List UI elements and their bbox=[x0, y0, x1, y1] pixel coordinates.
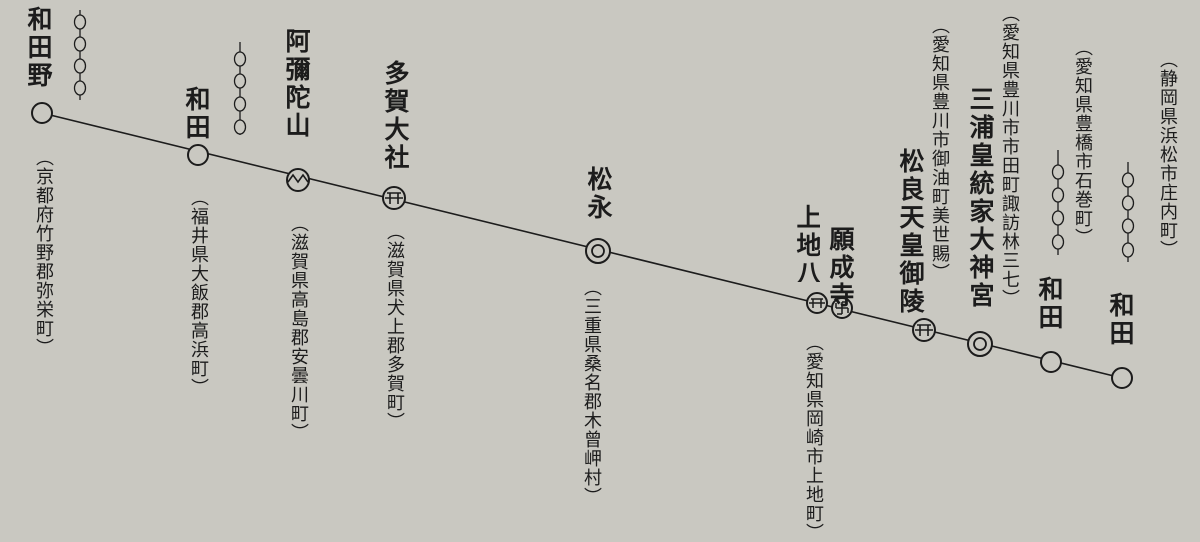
station-marker-wada-hama bbox=[1111, 367, 1133, 389]
station-name-wada-toyo: 和田 bbox=[1035, 276, 1064, 332]
station-address-wada-fukui: （福井県大飯郡高浜町） bbox=[188, 188, 209, 397]
station-marker-taga bbox=[382, 186, 406, 210]
station-marker-miura bbox=[967, 331, 993, 357]
station-marker-wadano bbox=[31, 102, 53, 124]
bead-chain bbox=[73, 10, 87, 100]
station-name-miura: 三浦皇統家大神宮 bbox=[966, 86, 995, 310]
station-address-wada-toyo: （愛知県豊橋市石巻町） bbox=[1072, 38, 1093, 247]
station-name-uechi-text: 上地八幡宮 bbox=[795, 204, 820, 282]
station-marker-ganjoji bbox=[831, 297, 853, 319]
station-name-uechi: 上地八幡宮 bbox=[795, 204, 821, 282]
bead-chain bbox=[1121, 162, 1135, 262]
station-name-wada-hama: 和田 bbox=[1106, 292, 1135, 348]
station-marker-matsunaga bbox=[585, 238, 611, 264]
station-address-matsura: （愛知県豊川市御油町美世賜） bbox=[929, 16, 950, 282]
station-address-amidayama: （滋賀県高島郡安曇川町） bbox=[288, 214, 309, 442]
station-name-wada-fukui: 和田 bbox=[182, 86, 211, 142]
bead-chain bbox=[1051, 150, 1065, 255]
station-marker-wada-fukui bbox=[187, 144, 209, 166]
station-name-wadano: 和田野 bbox=[24, 6, 53, 90]
station-address-matsunaga: （三重県桑名郡木曾岬村） bbox=[581, 278, 602, 506]
station-marker-amidayama bbox=[286, 168, 310, 192]
route-diagram bbox=[31, 10, 1135, 389]
station-name-matsura: 松良天皇御陵 bbox=[896, 148, 925, 316]
station-address-wadano: （京都府竹野郡弥栄町） bbox=[33, 148, 54, 357]
station-name-ganjoji: 願成寺 bbox=[826, 226, 855, 310]
station-marker-wada-toyo bbox=[1040, 351, 1062, 373]
station-address-taga: （滋賀県犬上郡多賀町） bbox=[384, 222, 405, 431]
station-address-uechi: （愛知県岡崎市上地町） bbox=[803, 333, 824, 542]
station-name-amidayama: 阿彌陀山 bbox=[282, 28, 311, 140]
station-marker-matsura bbox=[912, 318, 936, 342]
station-name-matsunaga: 松永 bbox=[584, 166, 613, 222]
bead-chain bbox=[233, 42, 247, 135]
station-address-wada-hama: （静岡県浜松市庄内町） bbox=[1157, 50, 1178, 259]
station-name-taga: 多賀大社 bbox=[381, 60, 410, 172]
station-address-miura: （愛知県豊川市市田町諏訪林三七） bbox=[999, 4, 1020, 308]
station-marker-uechi bbox=[806, 292, 828, 314]
route-line bbox=[41, 112, 1123, 379]
